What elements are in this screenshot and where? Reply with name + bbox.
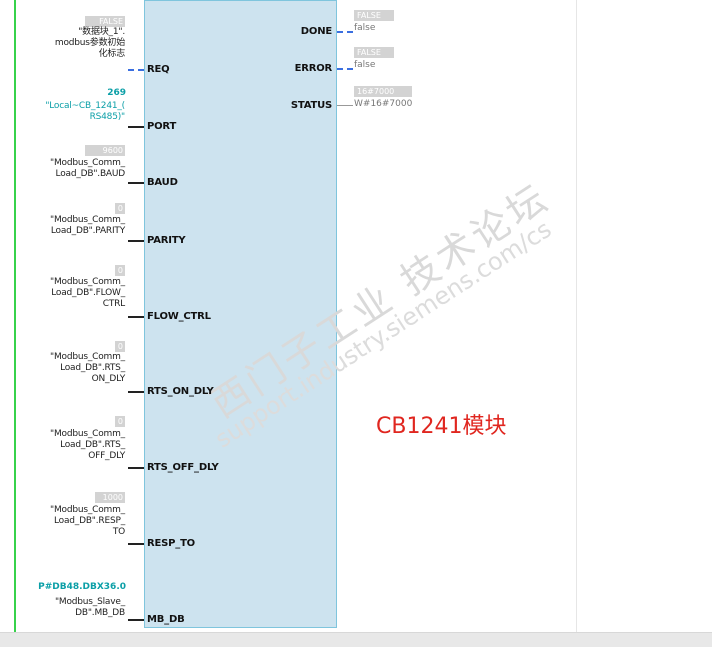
- column-divider: [576, 0, 577, 632]
- pin-flow-ctrl: FLOW_CTRL: [147, 311, 211, 322]
- live-value: 0: [115, 203, 125, 214]
- input-wire[interactable]: [128, 126, 144, 128]
- output-live-value: W#16#7000: [354, 99, 413, 109]
- live-value: 0: [115, 416, 125, 427]
- live-value: 269: [107, 88, 126, 98]
- output-monitor-value: FALSE: [354, 10, 394, 21]
- output-live-value: false: [354, 60, 376, 70]
- pin-error: ERROR: [294, 63, 333, 74]
- input-wire[interactable]: [128, 240, 144, 242]
- parameter-operand[interactable]: "Modbus_Comm_ Load_DB".PARITY: [50, 215, 125, 236]
- live-value: 0: [115, 341, 125, 352]
- input-wire[interactable]: [128, 391, 144, 393]
- pin-baud: BAUD: [147, 177, 178, 188]
- output-monitor-value: 16#7000: [354, 86, 412, 97]
- live-value: FALSE: [85, 16, 125, 27]
- live-value: 0: [115, 265, 125, 276]
- pin-status: STATUS: [290, 100, 332, 111]
- parameter-operand[interactable]: "Modbus_Comm_ Load_DB".RTS_ ON_DLY: [50, 352, 125, 384]
- horizontal-scrollbar[interactable]: [0, 632, 712, 647]
- pin-parity: PARITY: [147, 235, 186, 246]
- input-wire[interactable]: [128, 69, 144, 71]
- pin-done: DONE: [300, 26, 332, 37]
- input-wire[interactable]: [128, 316, 144, 318]
- pin-mb-db: MB_DB: [147, 614, 185, 625]
- live-value: 9600: [85, 145, 125, 156]
- pin-port: PORT: [147, 121, 177, 132]
- pin-req: REQ: [147, 64, 170, 75]
- parameter-operand[interactable]: "Modbus_Comm_ Load_DB".RESP_ TO: [50, 505, 125, 537]
- input-wire[interactable]: [128, 619, 144, 621]
- cb1241-annotation: CB1241模块: [376, 414, 507, 439]
- pin-rts-off-dly: RTS_OFF_DLY: [147, 462, 219, 473]
- input-wire[interactable]: [128, 467, 144, 469]
- parameter-operand[interactable]: "Modbus_Comm_ Load_DB".BAUD: [50, 158, 125, 179]
- parameter-operand[interactable]: "Modbus_Comm_ Load_DB".FLOW_ CTRL: [50, 277, 125, 309]
- live-value: P#DB48.DBX36.0: [38, 582, 126, 592]
- output-monitor-value: FALSE: [354, 47, 394, 58]
- input-wire[interactable]: [128, 543, 144, 545]
- power-rail: [14, 0, 16, 632]
- output-live-value: false: [354, 23, 376, 33]
- function-block[interactable]: [144, 0, 337, 628]
- output-wire[interactable]: [337, 31, 353, 33]
- output-wire[interactable]: [337, 68, 353, 70]
- parameter-operand[interactable]: "Local~CB_1241_( RS485)": [45, 101, 125, 122]
- pin-resp-to: RESP_TO: [147, 538, 195, 549]
- parameter-operand[interactable]: "Modbus_Comm_ Load_DB".RTS_ OFF_DLY: [50, 429, 125, 461]
- output-wire[interactable]: [337, 105, 353, 106]
- live-value: 1000: [95, 492, 125, 503]
- parameter-operand[interactable]: "数据块_1". modbus参数初始 化标志: [54, 27, 125, 59]
- input-wire[interactable]: [128, 182, 144, 184]
- parameter-operand[interactable]: "Modbus_Slave_ DB".MB_DB: [54, 597, 125, 618]
- pin-rts-on-dly: RTS_ON_DLY: [147, 386, 214, 397]
